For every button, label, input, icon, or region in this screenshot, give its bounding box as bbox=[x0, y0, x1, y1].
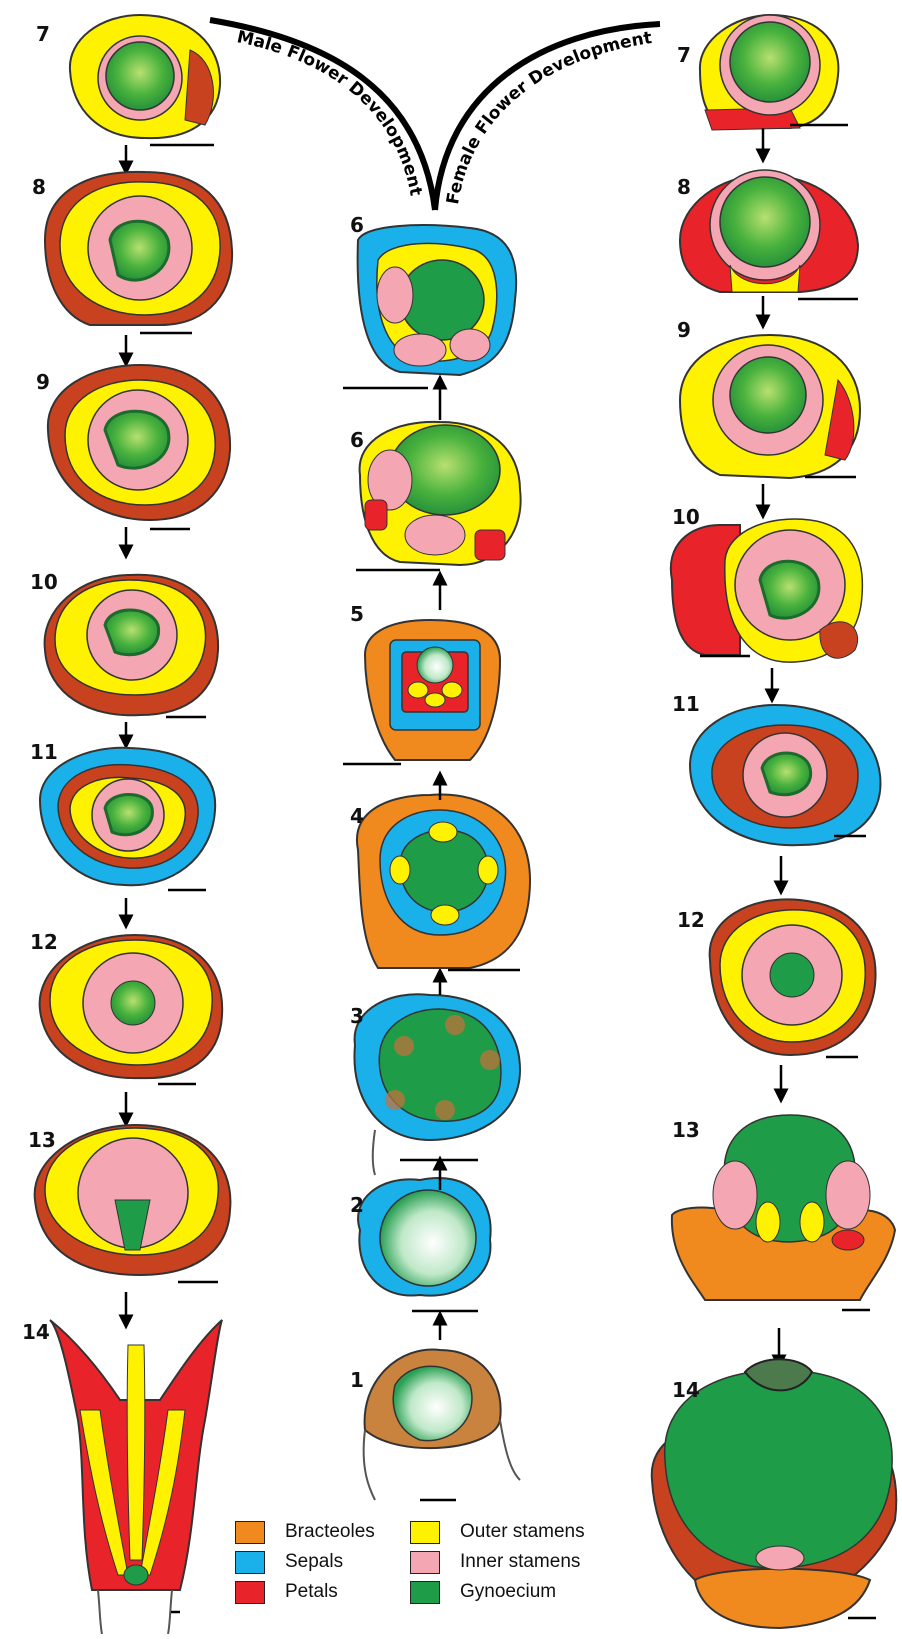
legend-item-inner-stamens: Inner stamens bbox=[410, 1550, 580, 1574]
gynoecium-swatch bbox=[410, 1581, 440, 1604]
inner-stamens-swatch bbox=[410, 1551, 440, 1574]
petals-swatch bbox=[235, 1581, 265, 1604]
male-stage-label-11: 11 bbox=[30, 740, 58, 764]
male-stage-label-10: 10 bbox=[30, 570, 58, 594]
center-stage-label-6b: 6 bbox=[350, 213, 364, 237]
center-stage-1-flower bbox=[364, 1350, 520, 1500]
female-stage-label-13: 13 bbox=[672, 1118, 700, 1142]
legend-label: Bracteoles bbox=[285, 1521, 375, 1543]
female-stage-10-flower bbox=[671, 519, 863, 662]
legend-item-outer-stamens: Outer stamens bbox=[410, 1520, 585, 1544]
male-stage-9-flower bbox=[48, 365, 230, 520]
center-stage-label-3: 3 bbox=[350, 1004, 364, 1028]
center-stage-4-flower bbox=[357, 795, 530, 968]
female-stage-label-10: 10 bbox=[672, 505, 700, 529]
male-stage-label-7: 7 bbox=[36, 22, 50, 46]
center-stage-label-2: 2 bbox=[350, 1193, 364, 1217]
male-stage-13-flower bbox=[35, 1125, 231, 1275]
female-stage-11-flower bbox=[690, 705, 880, 845]
legend-item-bracteoles: Bracteoles bbox=[235, 1520, 375, 1544]
legend-item-gynoecium: Gynoecium bbox=[410, 1580, 556, 1604]
legend: Bracteoles Sepals Petals Outer stamens I… bbox=[235, 1520, 655, 1630]
female-stage-8-flower bbox=[680, 170, 858, 292]
female-stage-9-flower bbox=[680, 335, 860, 478]
female-title: Female Flower Development bbox=[443, 28, 653, 206]
female-stage-label-11: 11 bbox=[672, 692, 700, 716]
legend-label: Gynoecium bbox=[460, 1581, 556, 1603]
legend-item-sepals: Sepals bbox=[235, 1550, 343, 1574]
male-stage-8-flower bbox=[45, 172, 232, 325]
legend-label: Outer stamens bbox=[460, 1521, 585, 1543]
male-stage-label-12: 12 bbox=[30, 930, 58, 954]
center-stage-label-4: 4 bbox=[350, 804, 364, 828]
male-stage-label-8: 8 bbox=[32, 175, 46, 199]
outer-stamens-swatch bbox=[410, 1521, 440, 1544]
legend-item-petals: Petals bbox=[235, 1580, 338, 1604]
female-stage-12-flower bbox=[710, 899, 876, 1055]
center-stage-6b-flower bbox=[358, 225, 517, 375]
male-stage-14-flower bbox=[50, 1320, 222, 1634]
female-stage-13-flower bbox=[672, 1115, 895, 1300]
center-stage-6a-flower bbox=[360, 422, 521, 565]
sepals-swatch bbox=[235, 1551, 265, 1574]
female-stage-7-flower bbox=[700, 15, 838, 130]
center-stage-label-6a: 6 bbox=[350, 428, 364, 452]
center-stage-3-flower bbox=[354, 994, 520, 1175]
male-stage-11-flower bbox=[40, 748, 215, 886]
female-stage-label-12: 12 bbox=[677, 908, 705, 932]
female-stage-label-8: 8 bbox=[677, 175, 691, 199]
male-stage-12-flower bbox=[40, 935, 223, 1078]
female-stage-label-9: 9 bbox=[677, 318, 691, 342]
bracteoles-swatch bbox=[235, 1521, 265, 1544]
female-stage-label-7: 7 bbox=[677, 43, 691, 67]
male-stage-label-13: 13 bbox=[28, 1128, 56, 1152]
legend-label: Sepals bbox=[285, 1551, 343, 1573]
male-stage-label-14: 14 bbox=[22, 1320, 50, 1344]
center-stage-2-flower bbox=[358, 1178, 491, 1296]
male-stage-10-flower bbox=[45, 575, 219, 715]
center-stage-label-1: 1 bbox=[350, 1368, 364, 1392]
legend-label: Inner stamens bbox=[460, 1551, 580, 1573]
legend-label: Petals bbox=[285, 1581, 338, 1603]
male-stage-label-9: 9 bbox=[36, 370, 50, 394]
center-stage-5-flower bbox=[365, 620, 500, 760]
female-stage-label-14: 14 bbox=[672, 1378, 700, 1402]
male-stage-7-flower bbox=[70, 15, 220, 138]
center-stage-label-5: 5 bbox=[350, 602, 364, 626]
